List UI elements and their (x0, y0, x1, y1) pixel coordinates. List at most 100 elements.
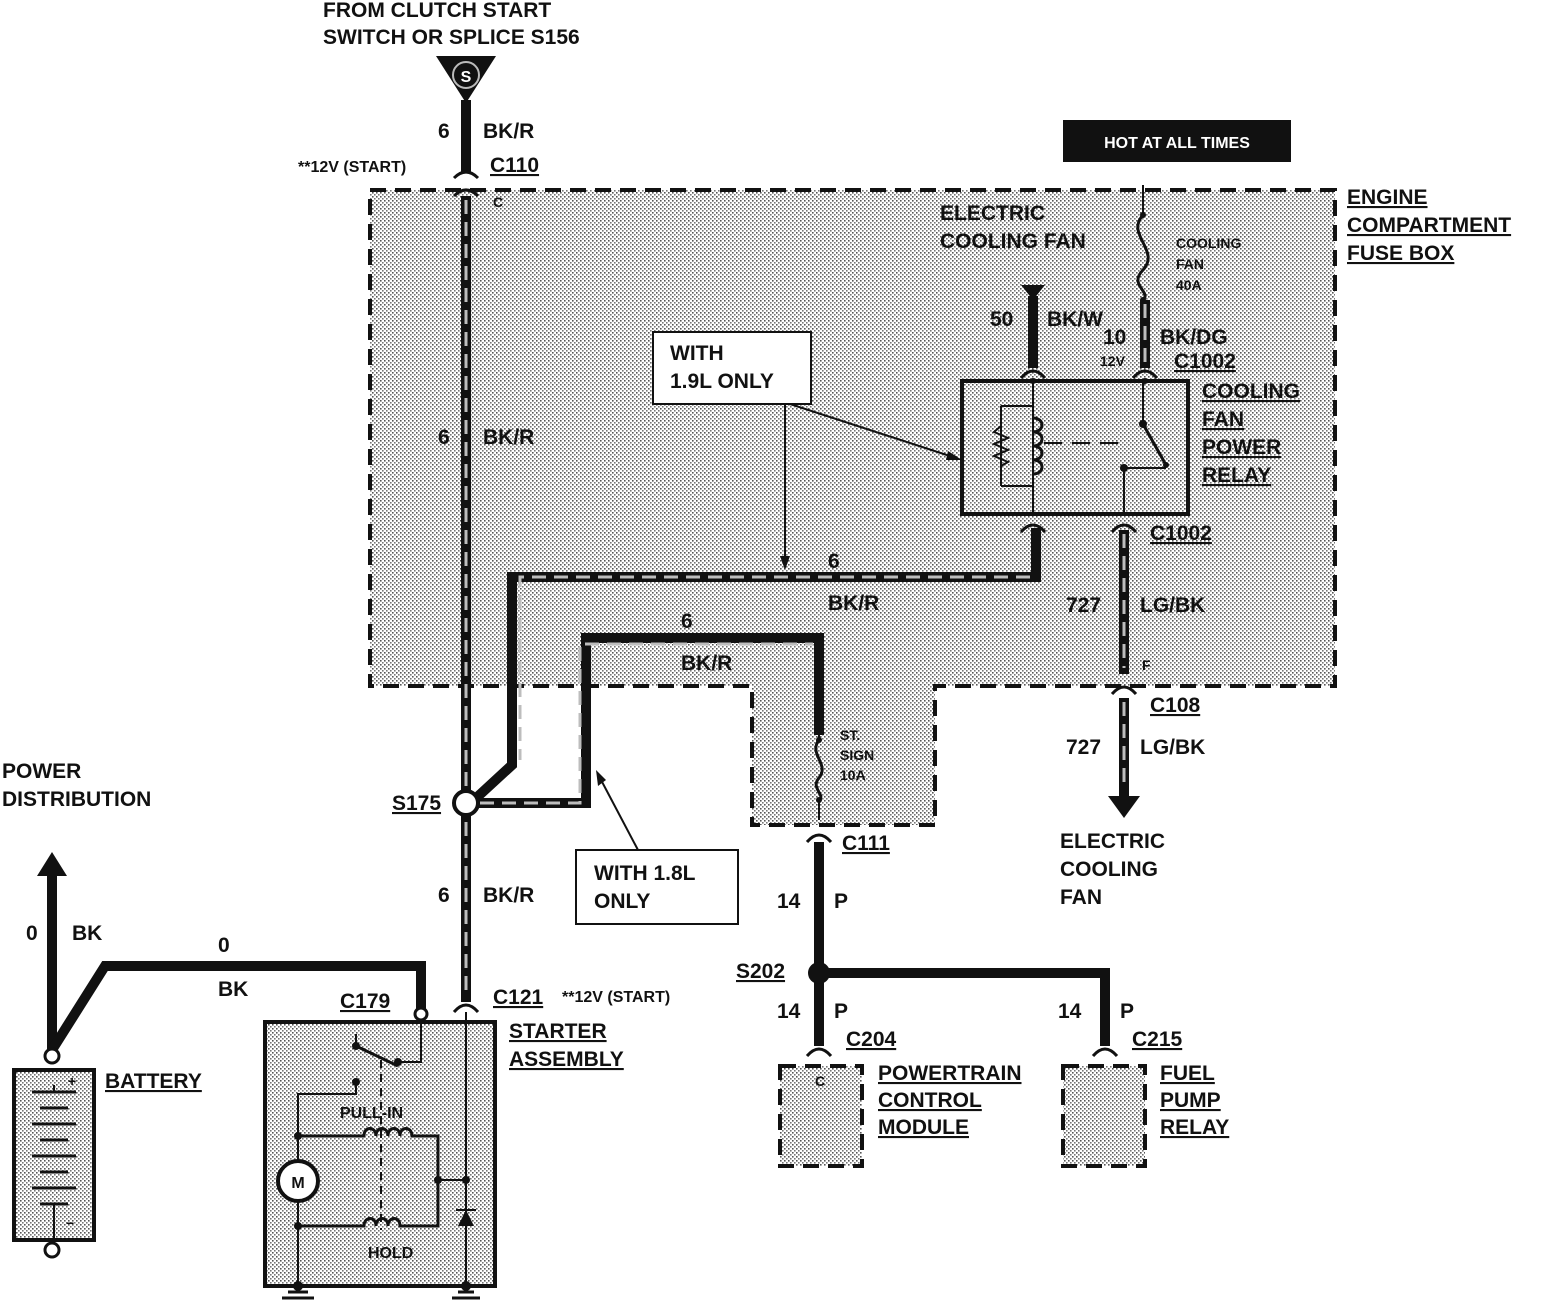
lg-bk-wire-gauge-upper: 727 (1066, 594, 1101, 617)
battery-plus-symbol: + (68, 1073, 76, 1089)
cooling-fan-fuse-label1: COOLING (1176, 235, 1241, 251)
main-wire-gauge-mid: 6 (438, 426, 450, 449)
c110-label: C110 (490, 154, 539, 177)
c111-label: C111 (842, 832, 890, 855)
bk-dg-feed-wire (1131, 300, 1159, 380)
c204-label: C204 (846, 1028, 897, 1051)
power-distribution-label-line2: DISTRIBUTION (2, 788, 151, 811)
bk-w-wire-gauge: 50 (990, 308, 1013, 331)
engine-compartment-fuse-box (368, 188, 1337, 827)
pcm-wire-color: P (834, 1000, 848, 1023)
main-wire-color-top: BK/R (483, 120, 534, 143)
battery-cable-wire (37, 852, 429, 1065)
fuse-box-label-line2: COMPARTMENT (1347, 214, 1511, 237)
battery-wire-color: BK (72, 922, 102, 945)
bk-w-ground-wire (1019, 285, 1047, 380)
lg-bk-wire-color-upper: LG/BK (1140, 594, 1205, 617)
battery-minus-symbol: − (66, 1215, 74, 1231)
starter-label-line1: STARTER (509, 1020, 607, 1043)
note-with-19l-line2: 1.9L ONLY (670, 370, 774, 393)
c108-label: C108 (1150, 694, 1201, 717)
s175-label: S175 (392, 792, 441, 815)
note-with-19l-line1: WITH (670, 342, 724, 365)
st-sign-fuse-10a (814, 735, 824, 820)
c1002-bottom-connector (1019, 523, 1138, 534)
branch-18l-gauge: 6 (681, 610, 693, 633)
st-sign-fuse-label1: ST. (840, 727, 860, 743)
fuse-box-label-line1: ENGINE (1347, 186, 1428, 209)
st-sign-fuse-label2: SIGN (840, 747, 874, 763)
s175-splice (452, 789, 480, 1014)
powertrain-control-module-box (778, 1064, 864, 1168)
lower-wire-color: BK/R (483, 884, 534, 907)
c1002-top-label: C1002 (1174, 350, 1236, 373)
starter-pullin-label: PULL-IN (340, 1105, 403, 1122)
pcm-label-line1: POWERTRAIN (878, 1062, 1022, 1085)
branch-19l-color: BK/R (828, 592, 879, 615)
battery-label: BATTERY (105, 1070, 202, 1093)
fuel-relay-label-line2: PUMP (1160, 1089, 1221, 1112)
bk-w-wire-color: BK/W (1047, 308, 1103, 331)
battery-wire-gauge: 0 (26, 922, 38, 945)
c121-label: C121 (493, 986, 544, 1009)
pink-wire-gauge: 14 (777, 890, 801, 913)
pink-wire-c111 (805, 833, 833, 1058)
lower-wire-gauge: 6 (438, 884, 450, 907)
starter-assembly (263, 1012, 497, 1300)
bk-r-branch-19l-wire (470, 528, 1041, 804)
source-marker-letter: S (461, 69, 472, 86)
c215-label: C215 (1132, 1028, 1183, 1051)
relay-label-line2: FAN (1202, 408, 1244, 431)
battery (12, 1068, 96, 1259)
starter-motor-symbol: M (291, 1175, 304, 1192)
source-label-line1: FROM CLUTCH START (323, 0, 551, 22)
starter-hold-label: HOLD (368, 1245, 413, 1262)
lg-bk-wire-gauge-lower: 727 (1066, 736, 1101, 759)
cooling-fan-fuse-title-line2: COOLING FAN (940, 230, 1086, 253)
c108-pin-label: F (1142, 657, 1151, 673)
c179-label: C179 (340, 990, 390, 1013)
electric-cooling-fan-label-line3: FAN (1060, 886, 1102, 909)
relay-label-line1: COOLING (1202, 380, 1300, 403)
branch-19l-gauge: 6 (828, 550, 840, 573)
fuel-relay-wire-gauge: 14 (1058, 1000, 1082, 1023)
cooling-fan-power-relay (960, 378, 1190, 516)
fuel-pump-relay-box (1061, 1064, 1147, 1168)
bk-dg-wire-color: BK/DG (1160, 326, 1228, 349)
note-with-19l (652, 331, 962, 570)
relay-label-line4: RELAY (1202, 464, 1271, 487)
pcm-label-line3: MODULE (878, 1116, 969, 1139)
bk-dg-wire-gauge: 10 (1103, 326, 1126, 349)
fuse-box-label-line3: FUSE BOX (1347, 242, 1454, 265)
battery-cable-color: BK (218, 978, 248, 1001)
source-label-line2: SWITCH OR SPLICE S156 (323, 26, 580, 49)
fuel-relay-label-line3: RELAY (1160, 1116, 1229, 1139)
fuel-relay-wire-color: P (1120, 1000, 1134, 1023)
electric-cooling-fan-label-line1: ELECTRIC (1060, 830, 1165, 853)
power-distribution-label-line1: POWER (2, 760, 81, 783)
note-with-18l-line1: WITH 1.8L (594, 862, 696, 885)
battery-cable-gauge: 0 (218, 934, 230, 957)
pcm-wire-gauge: 14 (777, 1000, 801, 1023)
source-connector-marker: S (436, 56, 496, 103)
note-with-18l (575, 770, 739, 925)
branch-18l-color: BK/R (681, 652, 732, 675)
bk-r-branch-18l-wire (474, 633, 824, 808)
s202-label: S202 (736, 960, 785, 983)
starter-label-line2: ASSEMBLY (509, 1048, 624, 1071)
pink-wire-color: P (834, 890, 848, 913)
pcm-label-line2: CONTROL (878, 1089, 982, 1112)
fuel-relay-label-line1: FUEL (1160, 1062, 1215, 1085)
note-with-18l-line2: ONLY (594, 890, 650, 913)
c1002-bottom-label: C1002 (1150, 522, 1212, 545)
cooling-fan-fuse-title-line1: ELECTRIC (940, 202, 1045, 225)
c1002-12v-note: 12V (1100, 353, 1126, 369)
c110-pin-label: C (493, 194, 503, 210)
cooling-fan-fuse-label2: FAN (1176, 256, 1204, 272)
electric-cooling-fan-label-line2: COOLING (1060, 858, 1158, 881)
hot-at-all-times-badge: HOT AT ALL TIMES (1063, 120, 1291, 162)
main-wire-gauge-top: 6 (438, 120, 450, 143)
st-sign-fuse-label3: 10A (840, 767, 866, 783)
cooling-fan-fuse-label3: 40A (1176, 277, 1202, 293)
